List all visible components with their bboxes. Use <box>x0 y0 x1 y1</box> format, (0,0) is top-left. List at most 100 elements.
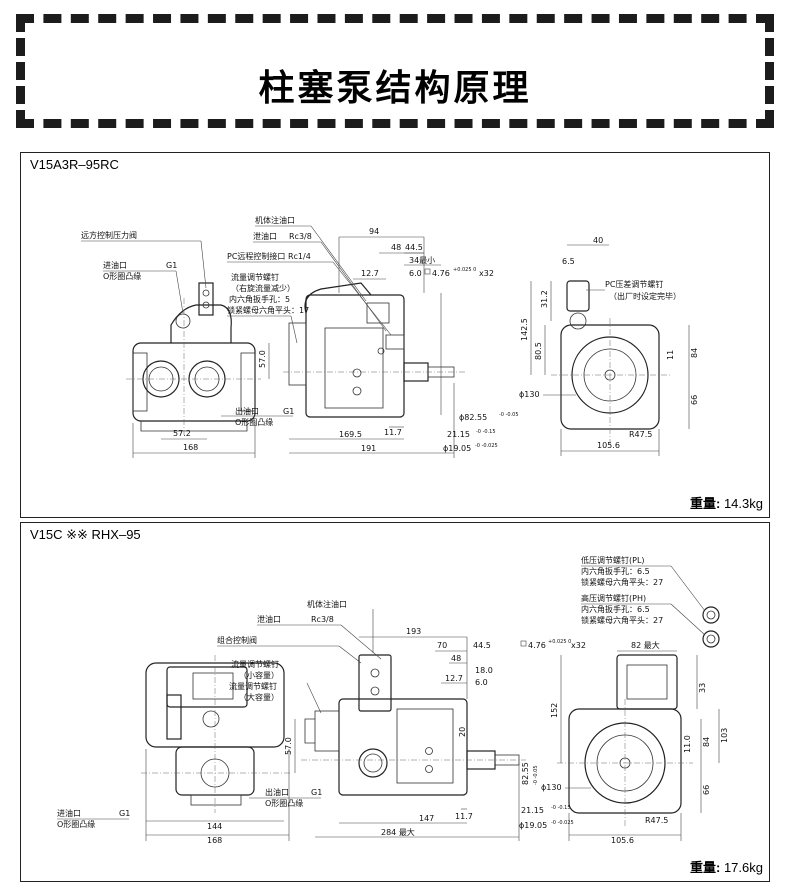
dim-82-55-tolerance: -0 -0.05 <box>499 412 519 418</box>
label-pc-note: （出厂时设定完毕） <box>609 291 681 301</box>
dim-168: 168 <box>207 836 222 845</box>
label-flow-screw: 流量调节螺钉 <box>231 272 279 282</box>
dim-168: 168 <box>183 443 198 452</box>
dim-57-0: 57.0 <box>258 350 267 368</box>
label-body-fill: 机体注油口 <box>307 599 347 609</box>
dim-48: 48 <box>451 654 461 663</box>
dim-284-max: 284 最大 <box>381 827 415 837</box>
label-outlet: 出油口 <box>265 787 289 797</box>
dim-19-05-tolerance: -0 -0.025 <box>475 443 498 449</box>
page-title: 柱塞泵结构原理 <box>258 68 532 109</box>
dim-11-7: 11.7 <box>455 812 473 821</box>
dim-70: 70 <box>437 641 447 650</box>
dim-r47-5: R47.5 <box>629 430 652 439</box>
dim-31-2: 31.2 <box>540 290 549 308</box>
dim-66: 66 <box>690 395 699 405</box>
label-combo-valve: 组合控制阀 <box>217 635 257 645</box>
dim-20: 20 <box>458 727 467 737</box>
dim-40: 40 <box>593 236 603 245</box>
label-high-screw: 高压调节螺钉(PH) <box>581 593 646 603</box>
label-low-hex: 内六角扳手孔：6.5 <box>581 566 650 576</box>
dim-103: 103 <box>720 728 729 743</box>
dim-152: 152 <box>550 703 559 718</box>
dim-33: 33 <box>698 683 707 693</box>
label-flow-screw: 流量调节螺钉 <box>231 659 279 669</box>
model-name: V15A3R–95RC <box>30 157 119 172</box>
weight-value: 17.6kg <box>723 860 763 875</box>
label-large-cap: （大容量） <box>239 692 279 702</box>
dim-142-5: 142.5 <box>520 318 529 341</box>
label-inlet: 进油口 <box>57 808 81 818</box>
dim-82-55-tolerance: -0 -0.05 <box>533 765 539 785</box>
label-hex-wrench: 内六角扳手孔：5 <box>229 294 290 304</box>
dim-94: 94 <box>369 227 379 236</box>
label-high-hex: 内六角扳手孔：6.5 <box>581 604 650 614</box>
dim-34-min: 34最小 <box>409 256 435 265</box>
dim-6-0: 6.0 <box>475 678 488 687</box>
label-drain-rc: Rc3/8 <box>311 615 334 624</box>
label-outlet-g: G1 <box>311 788 322 797</box>
dim-key-width: 4.76 <box>528 641 546 650</box>
label-outlet: 出油口 <box>235 406 259 416</box>
label-o-ring-1: O形圈凸缘 <box>265 798 303 808</box>
label-o-ring-2: O形圈凸缘 <box>235 417 273 427</box>
label-drain: 泄油口 <box>253 231 277 241</box>
dim-44-5: 44.5 <box>473 641 491 650</box>
label-inlet-g: G1 <box>166 261 177 270</box>
dim-57-2: 57.2 <box>173 429 191 438</box>
dim-82-55: ϕ82.55 <box>459 413 487 422</box>
dim-19-05: ϕ19.05 <box>443 444 471 453</box>
dim-105-6: 105.6 <box>611 836 634 845</box>
label-low-screw: 低压调节螺钉(PL) <box>581 555 645 565</box>
drawing-panel-v15c: V15C ※※ RHX–95 进油口 G1 O形圈凸缘 出油口 G1 O形圈凸缘… <box>20 522 770 882</box>
dim-19-05-tolerance: -0 -0.025 <box>551 820 574 826</box>
end-view <box>551 280 671 445</box>
dim-11: 11 <box>666 350 675 360</box>
dim-130: ϕ130 <box>541 783 562 792</box>
dim-21-15: 21.15 <box>521 806 544 815</box>
dim-48: 48 <box>391 243 401 252</box>
weight-label: 重量: 17.6kg <box>690 857 763 876</box>
label-drain: 泄油口 <box>257 614 281 624</box>
weight-value: 14.3kg <box>723 496 763 511</box>
label-o-ring-1: O形圈凸缘 <box>103 271 141 281</box>
dim-193: 193 <box>406 627 421 636</box>
weight-caption: 重量: <box>689 496 721 511</box>
dim-19-05: ϕ19.05 <box>519 821 547 830</box>
dim-6-5: 6.5 <box>562 257 575 266</box>
dim-key-tolerance: +0.025 0 <box>453 267 476 273</box>
adjust-screws <box>702 606 720 648</box>
dim-21-15-tolerance: -0 -0.15 <box>476 429 496 435</box>
label-remote-valve: 远方控制压力阀 <box>81 230 137 240</box>
label-pc-screw: PC压差调节螺钉 <box>605 279 663 289</box>
weight-caption: 重量: <box>689 860 721 875</box>
dim-key-length: x32 <box>479 269 494 278</box>
dim-144: 144 <box>207 822 222 831</box>
label-flow-screw-2: 流量调节螺钉 <box>229 681 277 691</box>
drawing-panel-v15a3r: V15A3R–95RC 远方控制压力阀 进油口 G1 O形圈凸缘 出油口 G <box>20 152 770 518</box>
dim-80-5: 80.5 <box>534 342 543 360</box>
technical-drawing-v15a3r: 远方控制压力阀 进油口 G1 O形圈凸缘 出油口 G1 O形圈凸缘 57.2 1… <box>81 215 699 458</box>
dim-21-15-tolerance: -0 -0.15 <box>551 805 571 811</box>
dim-105-6: 105.6 <box>597 441 620 450</box>
label-low-nut: 锁紧螺母六角平头：27 <box>581 577 663 587</box>
dim-11-7: 11.7 <box>384 428 402 437</box>
dim-82-55: 82.55 <box>521 762 530 785</box>
title-banner: 柱塞泵结构原理 <box>16 14 774 128</box>
label-body-fill: 机体注油口 <box>255 215 295 225</box>
end-view <box>557 654 693 827</box>
dim-169-5: 169.5 <box>339 430 362 439</box>
dim-18-0: 18.0 <box>475 666 493 675</box>
dim-44-5: 44.5 <box>405 243 423 252</box>
dim-191: 191 <box>361 444 376 453</box>
dim-r47-5: R47.5 <box>645 816 668 825</box>
dim-12-7: 12.7 <box>361 269 379 278</box>
dim-130: ϕ130 <box>519 390 540 399</box>
label-outlet-g: G1 <box>283 407 294 416</box>
dim-84: 84 <box>690 348 699 358</box>
label-o-ring-2: O形圈凸缘 <box>57 819 95 829</box>
model-name: V15C ※※ RHX–95 <box>30 527 141 542</box>
label-high-nut: 锁紧螺母六角平头：27 <box>581 615 663 625</box>
label-inlet: 进油口 <box>103 260 127 270</box>
label-flow-note: （右旋流量减少） <box>231 283 295 293</box>
